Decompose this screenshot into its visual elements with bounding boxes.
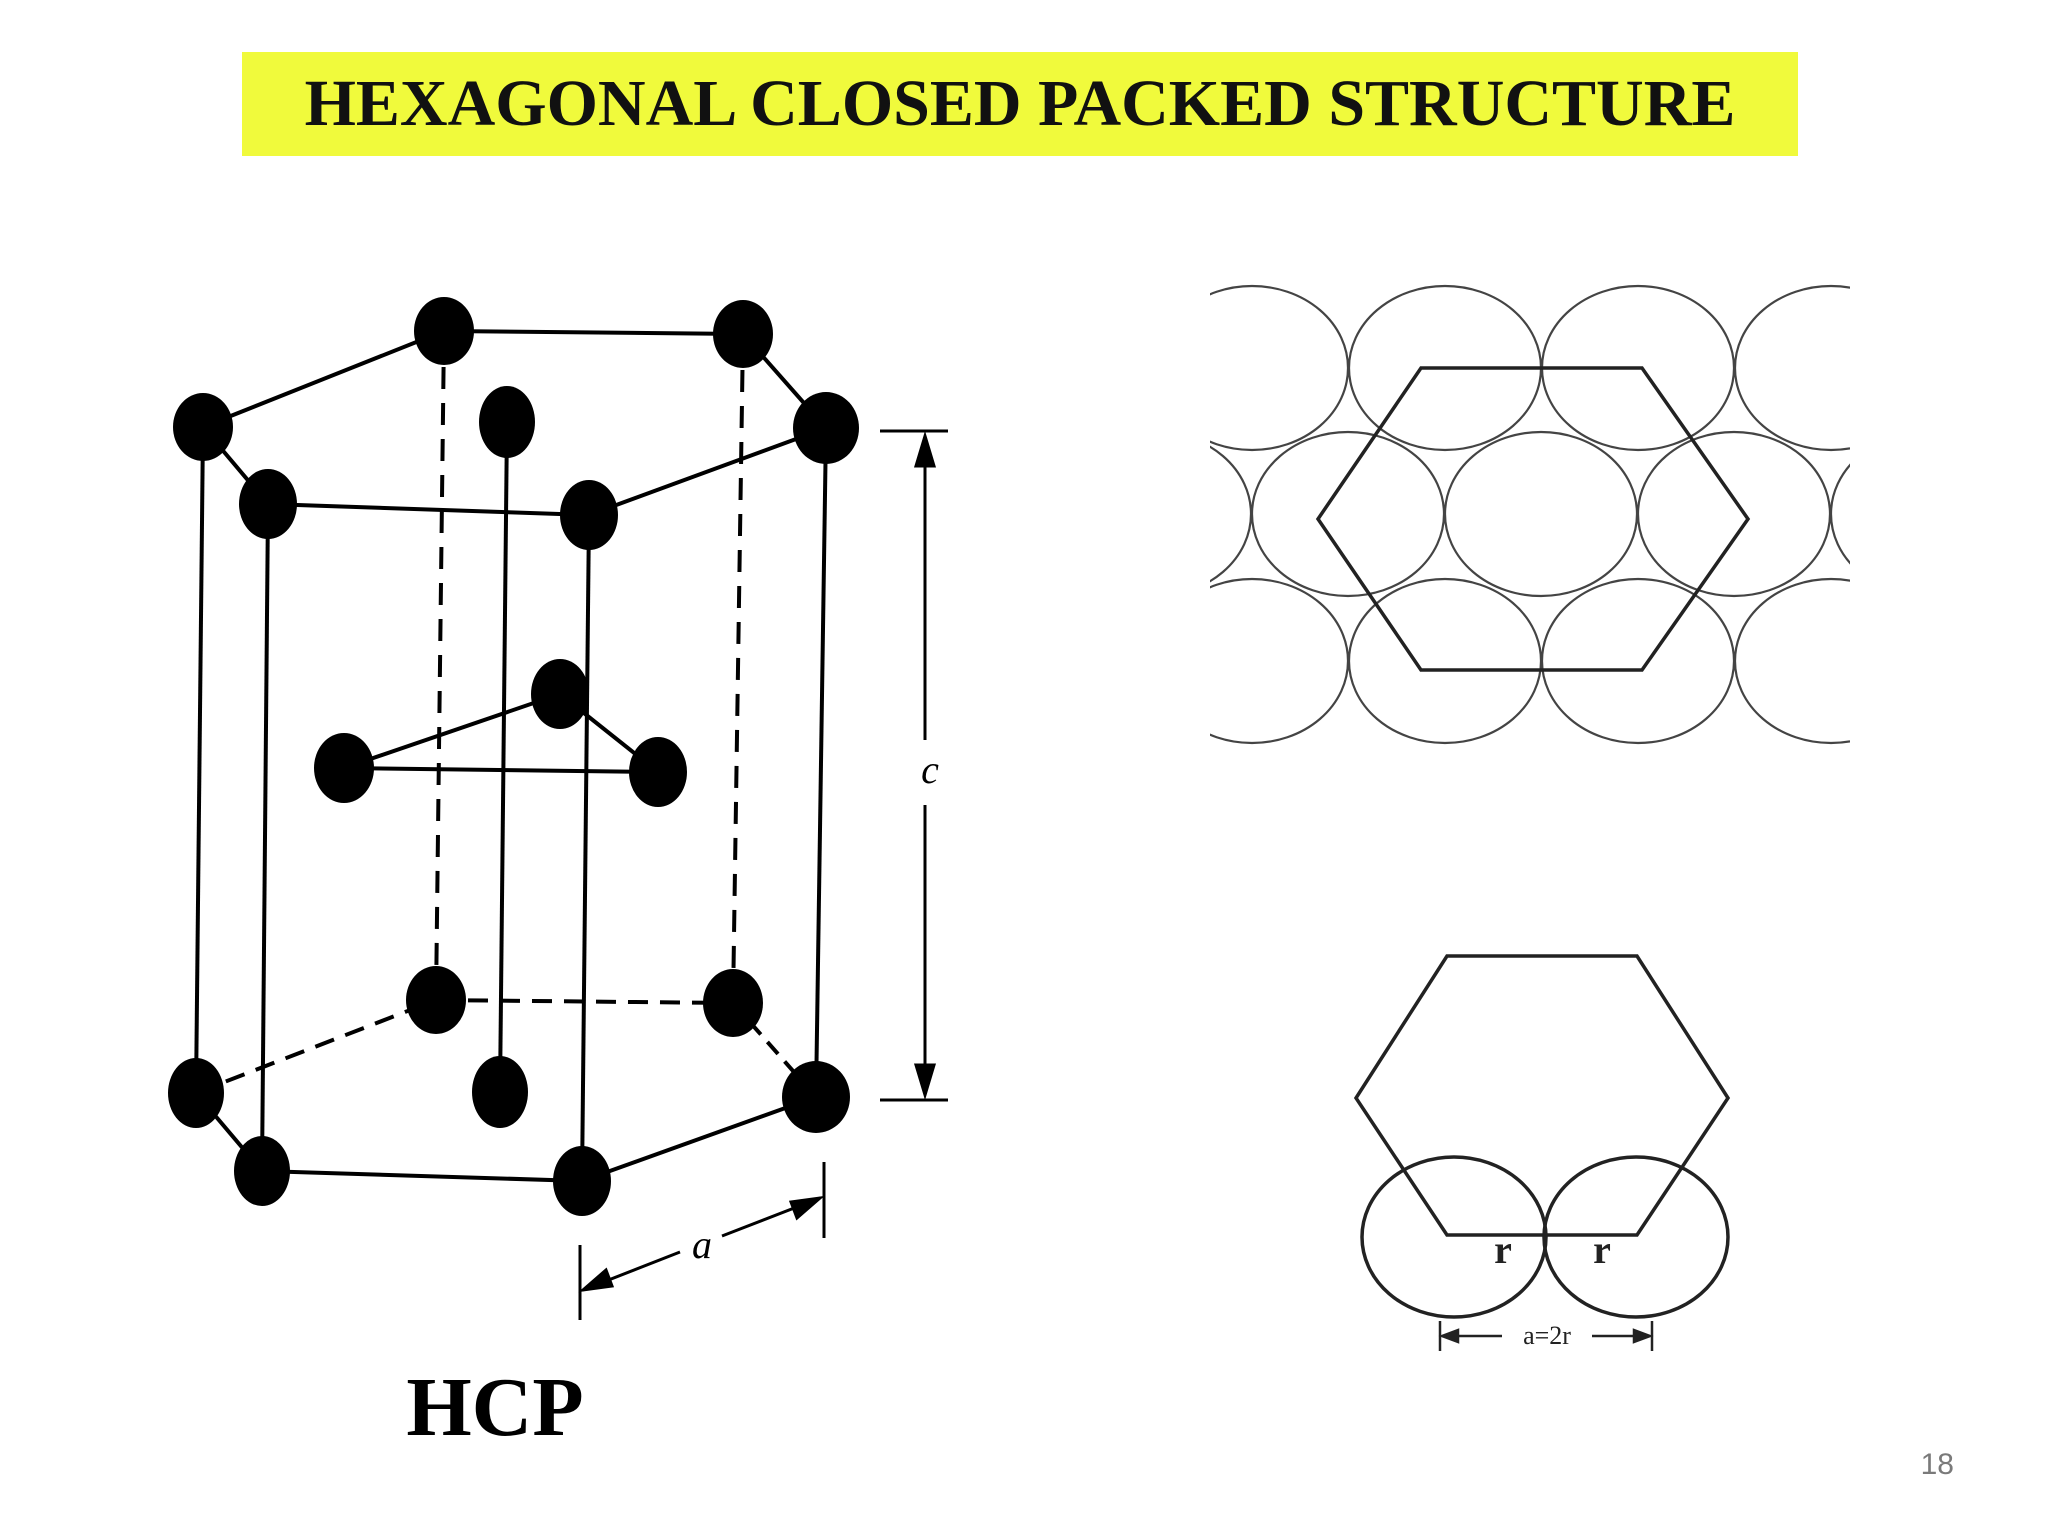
label-c: c: [921, 747, 939, 792]
a-dimension: [578, 1162, 826, 1320]
atom: [314, 733, 374, 803]
label-a-eq-2r: a=2r: [1523, 1321, 1571, 1350]
page-number: 18: [1920, 1448, 1954, 1481]
label-r-left: r: [1494, 1227, 1512, 1272]
hcp-caption: HCP: [406, 1361, 583, 1454]
atom: [472, 1056, 528, 1128]
atom: [703, 969, 763, 1037]
atom: [560, 480, 618, 550]
atom: [629, 737, 687, 807]
slide-title: HEXAGONAL CLOSED PACKED STRUCTURE: [304, 67, 1736, 140]
atom: [479, 386, 535, 458]
title-banner: HEXAGONAL CLOSED PACKED STRUCTURE: [242, 52, 1798, 156]
atom: [713, 300, 773, 368]
label-a: a: [692, 1222, 712, 1267]
atom: [531, 659, 589, 729]
atom: [239, 469, 297, 539]
hexagon-outline: [1353, 954, 1731, 1237]
atom: [414, 297, 474, 365]
atom: [234, 1136, 290, 1206]
atom: [553, 1146, 611, 1216]
atom: [406, 966, 466, 1034]
atom: [793, 392, 859, 464]
atom: [782, 1061, 850, 1133]
hexagon-outline: [1315, 366, 1751, 672]
atom: [173, 393, 233, 461]
a-2r-dimension: [1438, 1321, 1654, 1351]
c-dimension: [880, 429, 948, 1102]
atom: [168, 1058, 224, 1128]
label-r-right: r: [1593, 1227, 1611, 1272]
